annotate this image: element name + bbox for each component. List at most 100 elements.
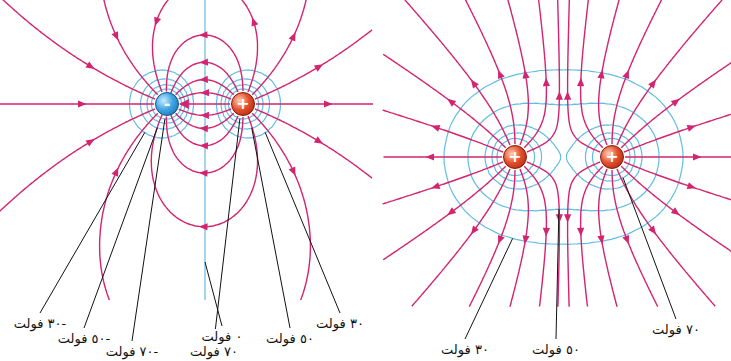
leader-line xyxy=(623,178,676,319)
field-arrowhead xyxy=(622,70,629,79)
field-line xyxy=(171,115,238,146)
field-arrowhead xyxy=(252,17,259,26)
field-arrowhead xyxy=(693,153,702,160)
field-line xyxy=(527,0,559,152)
leader-line xyxy=(40,132,145,313)
leader-line xyxy=(465,238,513,339)
field-arrowhead xyxy=(289,167,296,176)
field-arrowhead xyxy=(314,136,323,143)
field-arrowhead xyxy=(78,100,87,107)
field-line xyxy=(166,35,243,91)
field-arrowhead xyxy=(523,235,530,244)
leader-line xyxy=(252,128,290,328)
voltage-label: ٧٠ فولت xyxy=(188,344,240,359)
voltage-label: -٣٠ فولت xyxy=(12,316,68,331)
field-line xyxy=(383,54,506,148)
leader-line xyxy=(265,132,340,313)
field-line xyxy=(383,166,506,260)
field-arrowhead xyxy=(687,182,696,189)
field-arrowhead xyxy=(426,153,435,160)
field-line xyxy=(405,0,510,145)
positive-charge: + xyxy=(600,145,624,169)
field-arrowhead xyxy=(577,228,584,237)
voltage-label: ٧٠ فولت xyxy=(650,322,702,337)
field-line xyxy=(527,162,559,307)
field-line xyxy=(617,169,715,306)
field-line xyxy=(617,0,722,145)
field-lines xyxy=(0,0,731,307)
field-arrowhead xyxy=(289,32,296,41)
field-line xyxy=(3,0,155,99)
voltage-label: ٣٠ فولت xyxy=(439,342,491,357)
field-arrowhead xyxy=(648,226,656,235)
field-line xyxy=(166,117,243,173)
leader-lines xyxy=(40,119,676,341)
charge-sign: + xyxy=(236,96,249,112)
field-arrowhead xyxy=(543,78,550,87)
field-line xyxy=(104,0,158,95)
field-arrowhead xyxy=(199,31,208,38)
field-arrowhead xyxy=(648,79,656,88)
field-arrowhead xyxy=(199,170,208,177)
field-line xyxy=(255,109,372,178)
field-arrowhead xyxy=(471,226,479,235)
field-arrowhead xyxy=(597,70,604,79)
negative-charge: - xyxy=(155,92,179,116)
field-line xyxy=(625,156,731,157)
field-line xyxy=(624,162,731,200)
field-line xyxy=(568,162,600,307)
field-arrowhead xyxy=(86,139,95,146)
field-arrowhead xyxy=(556,91,563,100)
field-arrowhead xyxy=(431,182,440,189)
zero-equipotential xyxy=(204,0,205,300)
field-arrowhead xyxy=(671,99,680,107)
field-arrowhead xyxy=(577,78,584,87)
field-arrowhead xyxy=(86,61,95,68)
positive-charge: + xyxy=(231,92,255,116)
voltage-label: ٥٠ فولت xyxy=(264,331,316,346)
field-arrowhead xyxy=(498,235,505,244)
voltage-label: -٧٠ فولت xyxy=(104,344,160,359)
field-line xyxy=(0,103,154,104)
field-line xyxy=(0,109,155,212)
field-arrowhead xyxy=(111,168,118,177)
field-arrowhead xyxy=(199,223,208,230)
leader-line xyxy=(132,119,165,341)
leader-line xyxy=(84,128,157,328)
field-line xyxy=(171,62,238,93)
charge-sign: + xyxy=(508,149,521,165)
field-line xyxy=(524,0,546,148)
field-arrowhead xyxy=(431,125,440,132)
field-line xyxy=(469,170,515,307)
field-line xyxy=(465,0,515,144)
charge-sign: + xyxy=(605,149,618,165)
field-arrowhead xyxy=(622,235,629,244)
field-arrowhead xyxy=(199,76,208,83)
field-line-connector xyxy=(180,103,230,104)
field-arrowhead xyxy=(687,125,696,132)
field-arrowhead xyxy=(199,125,208,132)
field-line xyxy=(568,0,600,152)
voltage-label: ٥٠ فولت xyxy=(530,342,582,357)
field-arrowhead xyxy=(199,142,208,149)
field-line xyxy=(256,103,373,104)
voltage-label: ٣٠ فولت xyxy=(314,316,366,331)
field-arrowhead xyxy=(314,64,323,71)
leader-line xyxy=(556,209,559,339)
field-line xyxy=(612,170,658,307)
field-arrowhead xyxy=(200,112,209,119)
field-arrowhead xyxy=(200,89,209,96)
field-line xyxy=(624,114,731,152)
field-line xyxy=(612,0,662,144)
field-line xyxy=(581,0,603,148)
positive-charge: + xyxy=(503,145,527,169)
field-line xyxy=(384,156,503,157)
field-arrowhead xyxy=(447,99,456,107)
leader-line xyxy=(214,119,240,341)
field-arrowhead xyxy=(111,31,118,40)
field-line xyxy=(383,162,503,204)
field-arrowhead xyxy=(556,214,563,223)
field-line xyxy=(252,113,310,300)
